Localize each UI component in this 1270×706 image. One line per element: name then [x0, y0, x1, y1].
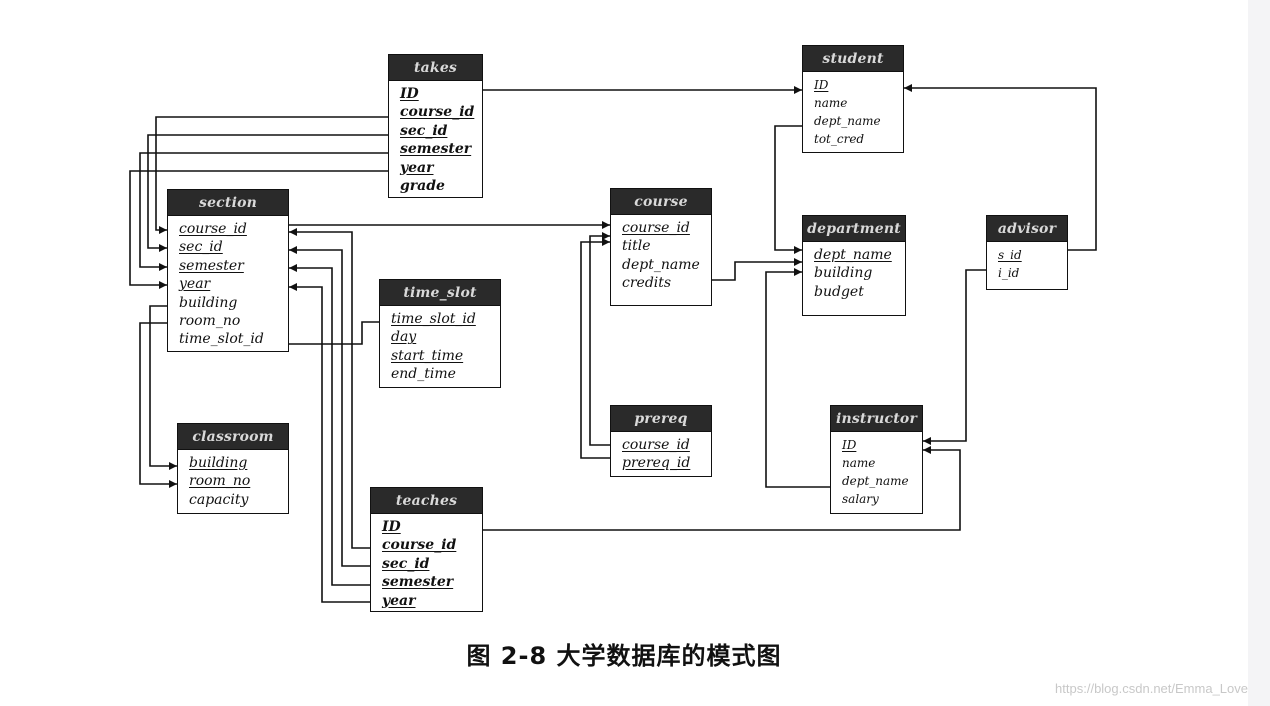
link-teaches-id-instructor	[483, 446, 961, 531]
student-attr-tot-cred: tot_cred	[814, 132, 865, 146]
link-takes-year-section	[129, 170, 388, 289]
link-instructor-dept-department	[765, 268, 830, 488]
link-takes-course-id-section	[155, 116, 388, 234]
teaches-attr-id: ID	[382, 519, 401, 535]
student-attr-dept-name: dept_name	[814, 114, 881, 128]
table-instructor: instructor ID name dept_name salary	[830, 405, 923, 514]
table-section-header: section	[168, 190, 288, 216]
table-department-header: department	[803, 216, 905, 242]
department-attr-dept-name: dept_name	[814, 247, 892, 263]
takes-attr-grade: grade	[400, 178, 445, 195]
watermark: https://blog.csdn.net/Emma_Love	[1055, 681, 1248, 696]
table-student: student ID name dept_name tot_cred	[802, 45, 904, 153]
section-attr-year: year	[179, 276, 211, 293]
classroom-attr-capacity: capacity	[189, 491, 249, 508]
takes-attr-year: year	[400, 159, 434, 176]
instructor-attr-salary: salary	[842, 492, 879, 506]
page-margin-strip	[1248, 0, 1270, 706]
time-slot-attr-day: day	[391, 329, 417, 346]
link-section-time-slot-id-time-slot	[289, 321, 379, 345]
link-student-dept-department	[774, 125, 802, 254]
section-attr-course-id: course_id	[179, 221, 247, 237]
time-slot-attr-start-time: start_time	[391, 347, 464, 364]
table-takes-header: takes	[389, 55, 482, 81]
instructor-attr-id: ID	[842, 438, 857, 452]
link-takes-semester-section	[139, 152, 388, 271]
table-time-slot-header: time_slot	[380, 280, 500, 306]
table-prereq-header: prereq	[611, 406, 711, 432]
table-course-header: course	[611, 189, 711, 215]
link-teaches-semester-section	[289, 264, 370, 586]
department-attr-building: building	[814, 265, 873, 282]
table-time-slot: time_slot time_slot_id day start_time en…	[379, 279, 501, 388]
teaches-attr-course-id: course_id	[382, 537, 457, 554]
teaches-attr-sec-id: sec_id	[382, 555, 430, 572]
classroom-attr-building: building	[189, 455, 248, 471]
table-advisor-header: advisor	[987, 216, 1067, 242]
link-advisor-i-id-instructor	[923, 269, 986, 445]
section-attr-room-no: room_no	[179, 313, 241, 330]
takes-attr-id: ID	[400, 86, 419, 102]
link-teaches-sec-id-section	[289, 246, 370, 567]
department-attr-budget: budget	[814, 283, 864, 300]
table-takes: takes ID course_id sec_id semester year …	[388, 54, 483, 198]
link-section-room-no-classroom	[139, 322, 177, 488]
link-teaches-course-id-section	[289, 228, 370, 549]
table-prereq: prereq course_id prereq_id	[610, 405, 712, 477]
table-instructor-header: instructor	[831, 406, 922, 432]
section-attr-time-slot-id: time_slot_id	[179, 331, 264, 348]
table-teaches: teaches ID course_id sec_id semester yea…	[370, 487, 483, 612]
time-slot-attr-time-slot-id: time_slot_id	[391, 311, 476, 327]
link-section-building-classroom	[149, 305, 177, 470]
link-teaches-year-section	[289, 283, 370, 603]
takes-attr-sec-id: sec_id	[400, 122, 448, 139]
table-advisor: advisor s_id i_id	[986, 215, 1068, 290]
instructor-attr-name: name	[842, 456, 876, 470]
teaches-attr-year: year	[382, 592, 416, 609]
section-attr-semester: semester	[179, 257, 244, 274]
section-attr-building: building	[179, 294, 238, 311]
advisor-attr-s-id: s_id	[998, 248, 1022, 262]
table-department: department dept_name building budget	[802, 215, 906, 316]
course-attr-title: title	[622, 238, 651, 255]
instructor-attr-dept-name: dept_name	[842, 474, 909, 488]
table-classroom-header: classroom	[178, 424, 288, 450]
link-prereq-course-id-course	[589, 232, 610, 446]
course-attr-credits: credits	[622, 275, 672, 292]
table-section: section course_id sec_id semester year b…	[167, 189, 289, 352]
time-slot-attr-end-time: end_time	[391, 366, 456, 383]
link-course-dept-department	[712, 258, 802, 281]
table-classroom: classroom building room_no capacity	[177, 423, 289, 514]
link-takes-sec-id-section	[147, 134, 388, 252]
table-student-header: student	[803, 46, 903, 72]
advisor-attr-i-id: i_id	[998, 266, 1020, 280]
prereq-attr-prereq-id: prereq_id	[622, 455, 691, 472]
takes-attr-semester: semester	[400, 141, 472, 158]
classroom-attr-room-no: room_no	[189, 473, 251, 490]
link-prereq-prereq-id-course	[580, 238, 610, 459]
foreign-key-links	[129, 84, 1097, 603]
teaches-attr-semester: semester	[382, 574, 454, 591]
student-attr-id: ID	[814, 78, 829, 92]
takes-attr-course-id: course_id	[400, 104, 475, 121]
course-attr-course-id: course_id	[622, 220, 690, 236]
course-attr-dept-name: dept_name	[622, 256, 700, 273]
link-advisor-s-id-student	[904, 84, 1097, 251]
student-attr-name: name	[814, 96, 848, 110]
table-course: course course_id title dept_name credits	[610, 188, 712, 306]
prereq-attr-course-id: course_id	[622, 437, 690, 453]
table-teaches-header: teaches	[371, 488, 482, 514]
section-attr-sec-id: sec_id	[179, 239, 223, 256]
figure-caption: 图 2-8 大学数据库的模式图	[466, 642, 782, 670]
